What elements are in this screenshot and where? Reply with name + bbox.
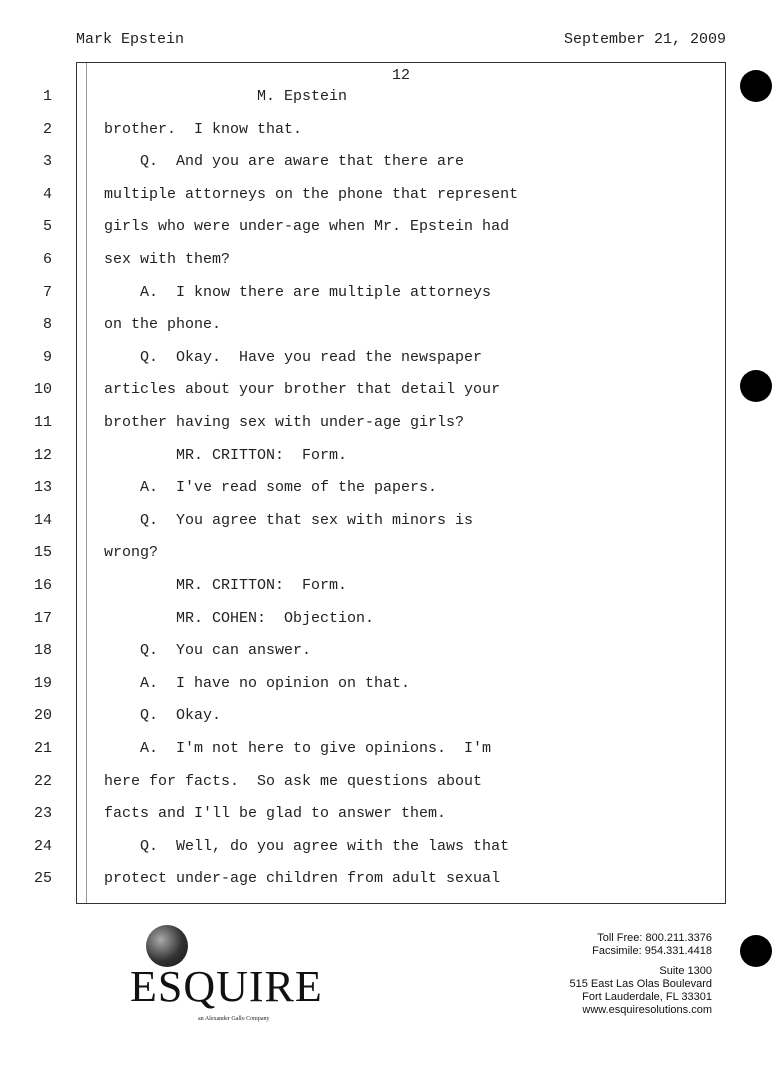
line-number: 18 — [33, 642, 52, 660]
line-text: sex with them? — [104, 251, 231, 268]
deposition-date: September 21, 2009 — [563, 31, 726, 48]
line-number: 25 — [33, 870, 52, 888]
line-number: 23 — [33, 805, 52, 823]
contact-info: Toll Free: 800.211.3376 Facsimile: 954.3… — [570, 932, 712, 1017]
street: 515 East Las Olas Boulevard — [569, 978, 712, 990]
line-number: 14 — [33, 511, 52, 529]
logo-text: ESQUIRE — [130, 962, 323, 1011]
line-number: 7 — [42, 283, 52, 301]
line-text: Q. And you are aware that there are — [104, 153, 465, 171]
spacer — [570, 958, 712, 965]
line-number: 24 — [33, 837, 52, 855]
line-text: A. I'm not here to give opinions. I'm — [104, 740, 492, 757]
line-text: here for facts. So ask me questions abou… — [104, 772, 483, 790]
suite: Suite 1300 — [659, 965, 712, 977]
punch-hole — [740, 370, 772, 402]
line-number: 8 — [42, 316, 52, 334]
toll-free: Toll Free: 800.211.3376 — [597, 932, 712, 944]
line-number: 10 — [33, 381, 52, 399]
line-number: 16 — [33, 577, 52, 594]
line-text: protect under-age children from adult se… — [104, 870, 501, 888]
line-text: MR. CRITTON: Form. — [104, 446, 348, 464]
line-text: facts and I'll be glad to answer them. — [104, 805, 447, 823]
punch-hole — [740, 935, 772, 967]
line-number: 2 — [42, 120, 52, 138]
line-text: multiple attorneys on the phone that rep… — [104, 185, 519, 203]
line-text: M. Epstein — [104, 88, 348, 105]
line-number: 22 — [33, 772, 52, 790]
deponent-name: Mark Epstein — [76, 31, 185, 48]
esquire-logo: ESQUIRE an Alexander Gallo Company — [130, 925, 322, 1035]
line-text: brother having sex with under-age girls? — [104, 414, 465, 431]
line-number: 4 — [42, 185, 52, 203]
line-text: brother. I know that. — [104, 120, 303, 138]
line-number: 17 — [33, 609, 52, 627]
website: www.esquiresolutions.com — [582, 1004, 712, 1016]
city: Fort Lauderdale, FL 33301 — [582, 991, 712, 1003]
line-number: 13 — [33, 479, 52, 497]
punch-hole — [740, 70, 772, 102]
line-text: MR. COHEN: Objection. — [104, 609, 375, 627]
line-text: girls who were under-age when Mr. Epstei… — [104, 218, 510, 236]
line-number: 15 — [33, 544, 52, 562]
line-text: A. I have no opinion on that. — [104, 674, 411, 692]
line-number: 3 — [42, 153, 52, 171]
line-text: MR. CRITTON: Form. — [104, 577, 348, 594]
line-number: 9 — [42, 348, 52, 366]
line-text: articles about your brother that detail … — [104, 381, 501, 399]
line-text: wrong? — [104, 544, 159, 562]
line-text: Q. You can answer. — [104, 642, 312, 660]
line-text: Q. Okay. — [104, 707, 222, 725]
fax: Facsimile: 954.331.4418 — [592, 945, 712, 957]
line-number: 11 — [33, 414, 52, 431]
globe-icon — [146, 925, 188, 967]
line-number: 1 — [42, 88, 52, 105]
line-number: 19 — [33, 674, 52, 692]
line-text: A. I know there are multiple attorneys — [104, 283, 492, 301]
line-number: 5 — [42, 218, 52, 236]
line-text: Q. Okay. Have you read the newspaper — [104, 348, 483, 366]
line-number: 12 — [33, 446, 52, 464]
line-text: Q. You agree that sex with minors is — [104, 511, 474, 529]
line-text: on the phone. — [104, 316, 222, 334]
line-text: Q. Well, do you agree with the laws that — [104, 837, 510, 855]
line-number: 20 — [33, 707, 52, 725]
line-text: A. I've read some of the papers. — [104, 479, 438, 497]
line-number: 6 — [42, 251, 52, 268]
page-number: 12 — [391, 67, 410, 84]
logo-subtitle: an Alexander Gallo Company — [198, 1016, 270, 1022]
line-number: 21 — [33, 740, 52, 757]
transcript-box: 12 — [76, 62, 726, 904]
